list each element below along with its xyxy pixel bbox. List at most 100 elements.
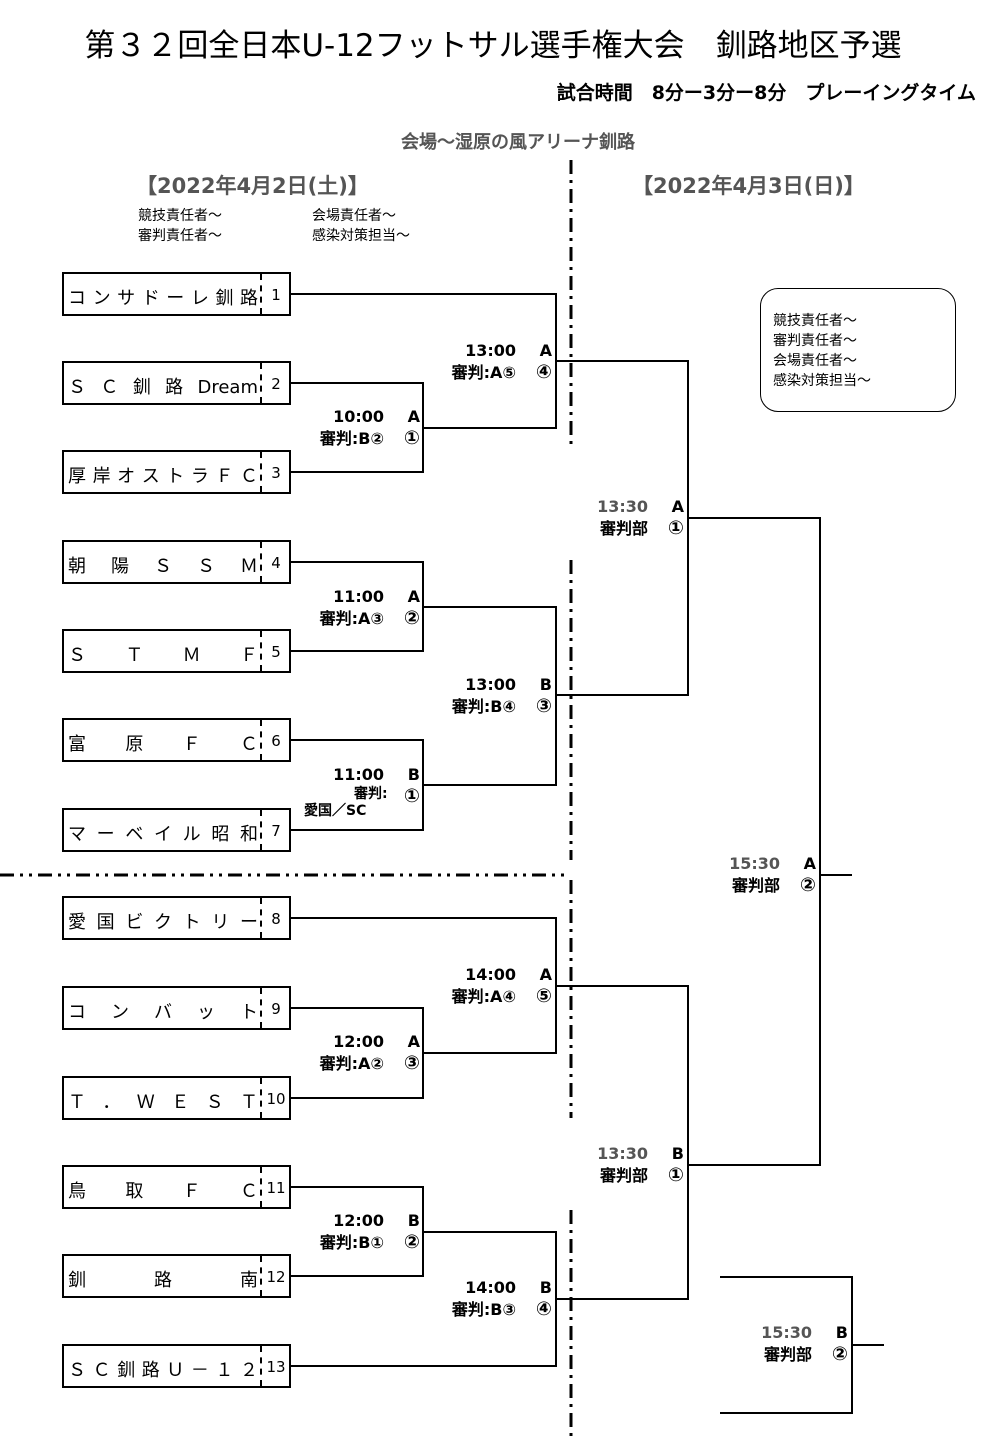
- match-referee: 審判:A③: [319, 609, 384, 628]
- team-row: 釧路南 12: [62, 1254, 291, 1298]
- match-number: ①: [667, 1164, 684, 1186]
- match-time: 12:00: [333, 1032, 384, 1051]
- match-time-note: 試合時間 8分ー3分ー8分 プレーイングタイム: [556, 82, 976, 104]
- match-time: 13:30: [597, 497, 648, 516]
- staff-day1-right: 会場責任者～ 感染対策担当～: [312, 206, 410, 246]
- match-court: B: [835, 1323, 848, 1342]
- team-row: 朝陽ＳＳＭ 4: [62, 540, 291, 584]
- match-number: ⑤: [535, 985, 552, 1007]
- match-referee: 審判:B④: [451, 697, 516, 716]
- match-court: A: [407, 407, 420, 426]
- team-row: ＳＣ釧路Dream 2: [62, 361, 291, 405]
- team-row: ＳＣ釧路Ｕ－１２ 13: [62, 1344, 291, 1388]
- match-number: ④: [535, 361, 552, 383]
- team-number: 13: [266, 1358, 286, 1376]
- match-number: ③: [403, 1052, 420, 1074]
- match-court: B: [671, 1144, 684, 1163]
- team-number: 10: [266, 1090, 286, 1108]
- staff-day2-line: 会場責任者～: [773, 353, 857, 369]
- match-time: 10:00: [333, 407, 384, 426]
- team-row: 愛国ビクトリー 8: [62, 896, 291, 940]
- staff-day2-box: 競技責任者～ 審判責任者～ 会場責任者～ 感染対策担当～: [760, 288, 956, 412]
- team-number: 3: [271, 464, 281, 482]
- team-name: ＳＣ釧路Dream: [68, 377, 258, 398]
- match-label: 11:00 B 審判:愛国／SC ①: [294, 764, 420, 824]
- match-referee: 審判部: [599, 519, 648, 538]
- match-time: 13:00: [465, 675, 516, 694]
- staff-competition-label: 競技責任者～: [138, 208, 222, 224]
- match-court: A: [671, 497, 684, 516]
- match-court: A: [407, 587, 420, 606]
- team-name: ＳＴＭＦ: [68, 645, 258, 666]
- match-court: A: [803, 854, 816, 873]
- match-time: 11:00: [333, 587, 384, 606]
- staff-day2-line: 審判責任者～: [773, 333, 857, 349]
- match-number: ②: [799, 874, 816, 896]
- match-court: B: [539, 1278, 552, 1297]
- date-day2: 【2022年4月3日(日)】: [632, 174, 865, 198]
- staff-day2-line: 競技責任者～: [773, 313, 857, 329]
- match-label: 12:00 A 審判:A② ③: [294, 1031, 420, 1075]
- team-row: コンサドーレ釧路 1: [62, 272, 291, 316]
- team-name: 朝陽ＳＳＭ: [68, 556, 258, 577]
- match-label: 15:30 B 審判部 ②: [722, 1322, 848, 1366]
- match-number: ②: [403, 607, 420, 629]
- match-referee: 審判部: [731, 876, 780, 895]
- team-row: Ｔ．ＷＥＳＴ 10: [62, 1076, 291, 1120]
- match-referee: 審判部: [763, 1345, 812, 1364]
- match-time: 11:00: [333, 765, 384, 784]
- venue-label: 会場～湿原の風アリーナ釧路: [401, 132, 635, 153]
- date-day1: 【2022年4月2日(土)】: [136, 174, 369, 198]
- team-number: 1: [271, 286, 281, 304]
- page-title: 第３２回全日本U-12フットサル選手権大会 釧路地区予選: [84, 28, 902, 64]
- match-referee: 審判:A②: [319, 1054, 384, 1073]
- team-name: ＳＣ釧路Ｕ－１２: [68, 1360, 258, 1381]
- team-number: 4: [271, 554, 281, 572]
- staff-referee-label: 審判責任者～: [138, 228, 222, 244]
- match-referee: 審判:B①: [319, 1233, 384, 1252]
- team-number: 11: [266, 1179, 286, 1197]
- match-number: ②: [831, 1343, 848, 1365]
- team-number: 8: [271, 910, 281, 928]
- match-court: B: [539, 675, 552, 694]
- match-court: A: [407, 1032, 420, 1051]
- match-time: 15:30: [729, 854, 780, 873]
- match-time: 14:00: [465, 1278, 516, 1297]
- match-time: 13:30: [597, 1144, 648, 1163]
- team-number: 12: [266, 1268, 286, 1286]
- team-name: 愛国ビクトリー: [68, 912, 258, 933]
- match-number: ①: [667, 517, 684, 539]
- team-number: 9: [271, 1000, 281, 1018]
- team-name: 釧路南: [68, 1270, 258, 1291]
- match-number: ④: [535, 1298, 552, 1320]
- match-court: A: [539, 341, 552, 360]
- match-court: B: [407, 765, 420, 784]
- team-number: 2: [271, 375, 281, 393]
- match-time: 15:30: [761, 1323, 812, 1342]
- team-name: コンサドーレ釧路: [68, 288, 258, 309]
- team-name: 鳥取ＦＣ: [68, 1181, 258, 1202]
- match-time: 13:00: [465, 341, 516, 360]
- staff-venue-label: 会場責任者～: [312, 208, 396, 224]
- match-number: ①: [403, 785, 420, 807]
- staff-day1-left: 競技責任者～ 審判責任者～: [138, 206, 222, 246]
- match-time: 12:00: [333, 1211, 384, 1230]
- team-name: Ｔ．ＷＥＳＴ: [68, 1092, 258, 1113]
- match-referee-line1: 審判:: [354, 786, 388, 802]
- team-name: コンバット: [68, 1002, 258, 1023]
- match-referee: 審判:A④: [451, 987, 516, 1006]
- match-label: 13:30 A 審判部 ①: [558, 496, 684, 540]
- match-referee-line2: 愛国／SC: [304, 803, 367, 819]
- match-label: 11:00 A 審判:A③ ②: [294, 586, 420, 630]
